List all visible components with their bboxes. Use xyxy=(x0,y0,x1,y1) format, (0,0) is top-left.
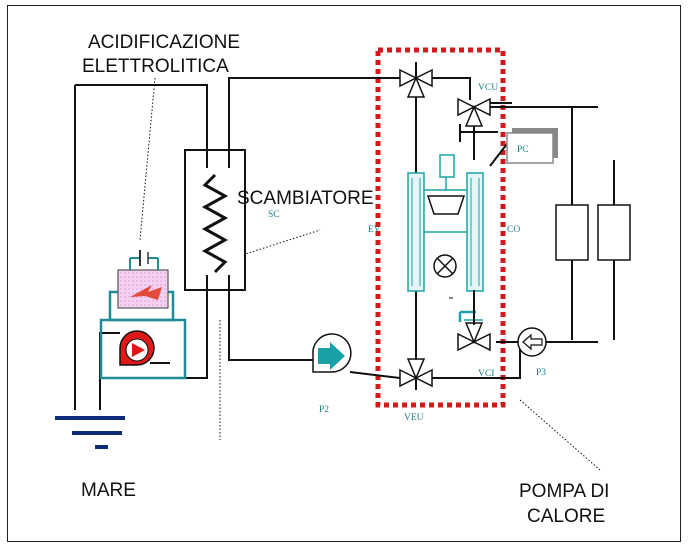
exchanger-label: SCAMBIATORE xyxy=(237,188,374,209)
veu-label: VEU xyxy=(404,413,424,423)
co-label: CO xyxy=(507,225,520,235)
sea-label: MARE xyxy=(81,480,136,501)
compressor-icon xyxy=(426,154,466,215)
heat-pump-label-line1: POMPA DI xyxy=(519,481,609,502)
sc-label: SC xyxy=(268,210,280,220)
valve-vcu-icon xyxy=(457,97,491,127)
valve-top-left-icon xyxy=(399,68,433,98)
acidification-label-line1: ACIDIFICAZIONE xyxy=(88,32,240,53)
sea-ground-icon xyxy=(55,416,125,449)
heat-pump-boundary xyxy=(375,47,506,408)
acidification-label-line2: ELETTROLITICA xyxy=(82,56,229,77)
p2-pump-icon xyxy=(312,333,352,373)
sea-pump-icon xyxy=(119,330,155,366)
vcu-label: VCU xyxy=(478,83,498,93)
p3-pump-icon xyxy=(517,327,547,357)
p3-label: P3 xyxy=(536,368,546,378)
p2-label: P2 xyxy=(319,405,329,415)
pc-label: PC xyxy=(517,145,529,155)
valve-veu-icon xyxy=(399,358,433,388)
heat-exchanger xyxy=(184,149,246,291)
ev-label: EV xyxy=(368,225,381,235)
leader-lines xyxy=(139,77,601,471)
condenser xyxy=(466,172,484,292)
vci-label: VCI xyxy=(478,369,494,379)
user-loads xyxy=(555,204,631,261)
piping xyxy=(74,62,615,410)
heat-pump-label-line2: CALORE xyxy=(527,506,605,527)
pc-controller xyxy=(506,128,558,164)
valve-vci-icon xyxy=(457,322,491,352)
evaporator xyxy=(407,172,425,292)
electrolytic-cell xyxy=(99,250,187,380)
expansion-valve-icon xyxy=(433,254,457,299)
